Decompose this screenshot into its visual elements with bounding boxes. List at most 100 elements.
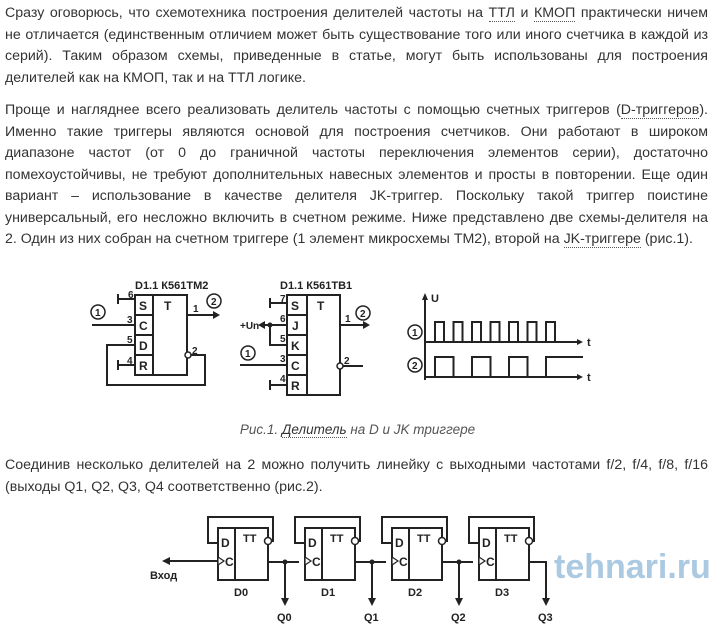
marker-circle (355, 305, 371, 321)
clock-input-icon (304, 555, 313, 567)
axis-t-label: t (587, 337, 591, 349)
text: Проще и нагляднее всего реализовать дели… (5, 102, 621, 118)
text: и (514, 5, 534, 21)
arrow-icon (258, 321, 265, 329)
text: практически ничем не отличается (единств… (5, 5, 708, 86)
axis-arrows (422, 293, 583, 380)
arrow-icon (368, 598, 376, 606)
pin-number: 1 (193, 304, 199, 315)
output-wire (268, 561, 299, 600)
intro-paragraph: Сразу оговорюсь, что схемотехника постро… (5, 3, 708, 89)
figure2-diagram: tehnari.ru Вход DCTTD0Q0DCTTD1Q1DCTTD2Q2… (150, 516, 711, 624)
marker-circle (407, 324, 423, 340)
inverted-output-icon (350, 536, 360, 546)
flip-flop-box (478, 527, 530, 581)
junction-dot (267, 322, 273, 328)
output-label: Q1 (364, 612, 379, 624)
text: Сразу оговорюсь, что схемотехника постро… (5, 5, 489, 21)
arrow-icon (213, 311, 220, 319)
pin-s: S (139, 299, 147, 313)
link-kmop[interactable]: КМОП (533, 5, 576, 22)
pin-number: 3 (127, 315, 133, 326)
pin-number: 5 (127, 335, 133, 346)
arrow-icon (162, 557, 170, 565)
arrow-icon (542, 598, 550, 606)
jk-trigger-circuit: D1.1 К561ТВ1 S J K C R T +Un 7 6 5 3 4 1… (240, 280, 371, 396)
pin-number: 6 (128, 290, 134, 301)
marker-label: 1 (412, 328, 418, 339)
pin-number: 4 (127, 356, 133, 367)
d-trigger-wires (92, 294, 213, 386)
axis-t-label: t (587, 372, 591, 384)
marker-circle (206, 293, 222, 309)
output-label: Q2 (451, 612, 466, 624)
func-label: TT (504, 533, 518, 545)
func-label: TT (330, 533, 344, 545)
stage-label: D0 (234, 587, 248, 599)
pin-number: 3 (280, 354, 286, 365)
d-trigger-dividers (135, 295, 154, 375)
marker-label: 2 (412, 361, 418, 372)
marker-circle (407, 357, 423, 373)
jk-trigger-title: D1.1 К561ТВ1 (280, 280, 352, 292)
marker-label: 1 (245, 349, 251, 360)
marker-label: 2 (211, 297, 217, 308)
marker-label: 1 (95, 308, 101, 319)
output-label: Q3 (538, 612, 553, 624)
clock-input-icon (391, 555, 400, 567)
inverted-output-icon (524, 536, 534, 546)
pin-r: R (139, 359, 148, 373)
pin-c: C (312, 555, 321, 569)
junction-dot (282, 559, 288, 565)
junction-dot (369, 559, 375, 565)
link-ttl[interactable]: ТТЛ (488, 5, 515, 22)
pin-j: J (292, 319, 299, 333)
pin-d: D (221, 536, 230, 550)
marker-label: 2 (360, 309, 366, 320)
flip-flop-box (217, 527, 269, 581)
pin-number: 2 (192, 346, 198, 357)
func-label: T (317, 299, 325, 313)
func-label: TT (243, 533, 257, 545)
pin-number: 7 (280, 294, 286, 305)
inverted-output-icon (437, 536, 447, 546)
inverted-output-icon (263, 536, 273, 546)
pin-d: D (482, 536, 491, 550)
output-wire (355, 561, 386, 600)
jk-trigger-dividers (287, 295, 308, 395)
output-label: Q0 (277, 612, 292, 624)
arrow-icon (281, 598, 289, 606)
cascade-paragraph: Соединив несколько делителей на 2 можно … (5, 457, 708, 495)
d-trigger-title: D1.1 К561ТМ2 (135, 280, 208, 292)
link-d-trigger[interactable]: D-триггеров (620, 102, 700, 119)
stage-label: D3 (495, 587, 509, 599)
link-divider[interactable]: Делитель (281, 422, 347, 438)
pin-number: 6 (280, 314, 286, 325)
timing-diagram: U t t 1 2 (407, 293, 591, 384)
output-waveform (425, 356, 583, 378)
link-jk-trigger[interactable]: JK-триггере (563, 231, 641, 248)
pin-d: D (139, 339, 148, 353)
pin-r: R (291, 379, 300, 393)
marker-circle (240, 345, 256, 361)
figure1-diagram: D1.1 К561ТМ2 S C D R T 6 3 5 4 1 2 1 2 D… (90, 280, 591, 396)
text: на D и JK триггере (346, 422, 476, 437)
d-trigger-circuit: D1.1 К561ТМ2 S C D R T 6 3 5 4 1 2 1 2 (90, 280, 222, 386)
watermark: tehnari.ru (554, 548, 711, 586)
pin-d: D (395, 536, 404, 550)
figure1-caption: Рис.1. Делитель на D и JK триггере (0, 422, 715, 438)
func-label: TT (417, 533, 431, 545)
stage-label: D2 (408, 587, 422, 599)
clock-input-icon (478, 555, 487, 567)
pin-number: 5 (280, 334, 286, 345)
text: (рис.1). (640, 231, 693, 247)
jk-trigger-wires (240, 298, 363, 390)
pin-c: C (399, 555, 408, 569)
arrow-icon (363, 321, 370, 329)
marker-circle (90, 304, 106, 320)
pin-number: 4 (280, 374, 286, 385)
input-label: Вход (150, 570, 177, 582)
inverted-output-icon (336, 362, 344, 370)
junction-dot (456, 559, 462, 565)
pin-c: C (291, 359, 300, 373)
